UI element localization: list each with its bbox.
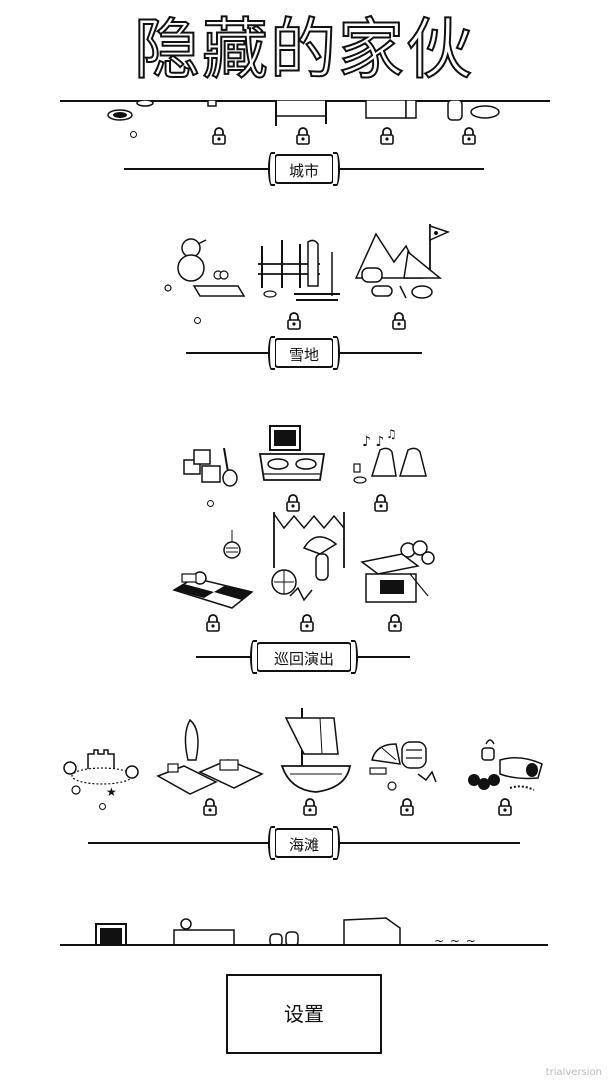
section-label-tour: 巡回演出 xyxy=(250,640,358,674)
section-label-beach: 海滩 xyxy=(268,826,340,860)
level-boxes-guitar[interactable] xyxy=(180,446,240,488)
watermark: trialversion xyxy=(545,1067,602,1078)
lock-icon xyxy=(400,798,414,816)
lock-icon xyxy=(462,127,476,145)
level-snowman[interactable] xyxy=(158,230,248,310)
svg-text:~ ~ ~: ~ ~ ~ xyxy=(434,934,477,946)
lock-icon xyxy=(374,494,388,512)
progress-dot xyxy=(194,317,201,324)
lock-icon xyxy=(286,494,300,512)
level-ski-fence[interactable] xyxy=(248,236,348,308)
game-title: 隐藏的家伙 xyxy=(133,10,474,89)
progress-dot xyxy=(207,500,214,507)
level-surfboard-towels[interactable] xyxy=(154,716,266,798)
svg-text:★: ★ xyxy=(106,785,117,799)
lock-icon xyxy=(296,127,310,145)
level-market-stall[interactable] xyxy=(358,540,438,612)
lock-icon xyxy=(303,798,317,816)
level-sailboat[interactable] xyxy=(276,704,356,800)
section-label-city: 城市 xyxy=(268,152,340,186)
level-seaside-rocks[interactable] xyxy=(460,734,550,804)
lock-icon xyxy=(212,127,226,145)
lock-icon xyxy=(498,798,512,816)
level-speakers-music[interactable]: ♪ ♪ ♫ xyxy=(350,426,434,490)
lock-icon xyxy=(388,614,402,632)
top-row-scenes[interactable] xyxy=(100,100,520,130)
progress-dot xyxy=(130,131,137,138)
level-sandcastle[interactable]: ★ xyxy=(62,740,148,802)
level-dj-booth[interactable] xyxy=(258,424,328,492)
svg-text:♪ ♪: ♪ ♪ xyxy=(362,434,384,450)
level-mountain-camp[interactable] xyxy=(350,222,454,308)
ground-line xyxy=(60,944,548,946)
level-beach-gear[interactable] xyxy=(366,730,442,796)
lock-icon xyxy=(380,127,394,145)
settings-button[interactable]: 设置 xyxy=(226,974,382,1054)
level-festival-tent[interactable] xyxy=(264,508,354,608)
lock-icon xyxy=(392,312,406,330)
lock-icon xyxy=(203,798,217,816)
section-label-snow: 雪地 xyxy=(268,336,340,370)
lock-icon xyxy=(287,312,301,330)
progress-dot xyxy=(99,803,106,810)
level-disco-floor[interactable] xyxy=(170,528,256,610)
lock-icon xyxy=(206,614,220,632)
bottom-row-scenes[interactable]: ~ ~ ~ xyxy=(90,914,510,946)
svg-text:♫: ♫ xyxy=(386,427,397,441)
lock-icon xyxy=(300,614,314,632)
